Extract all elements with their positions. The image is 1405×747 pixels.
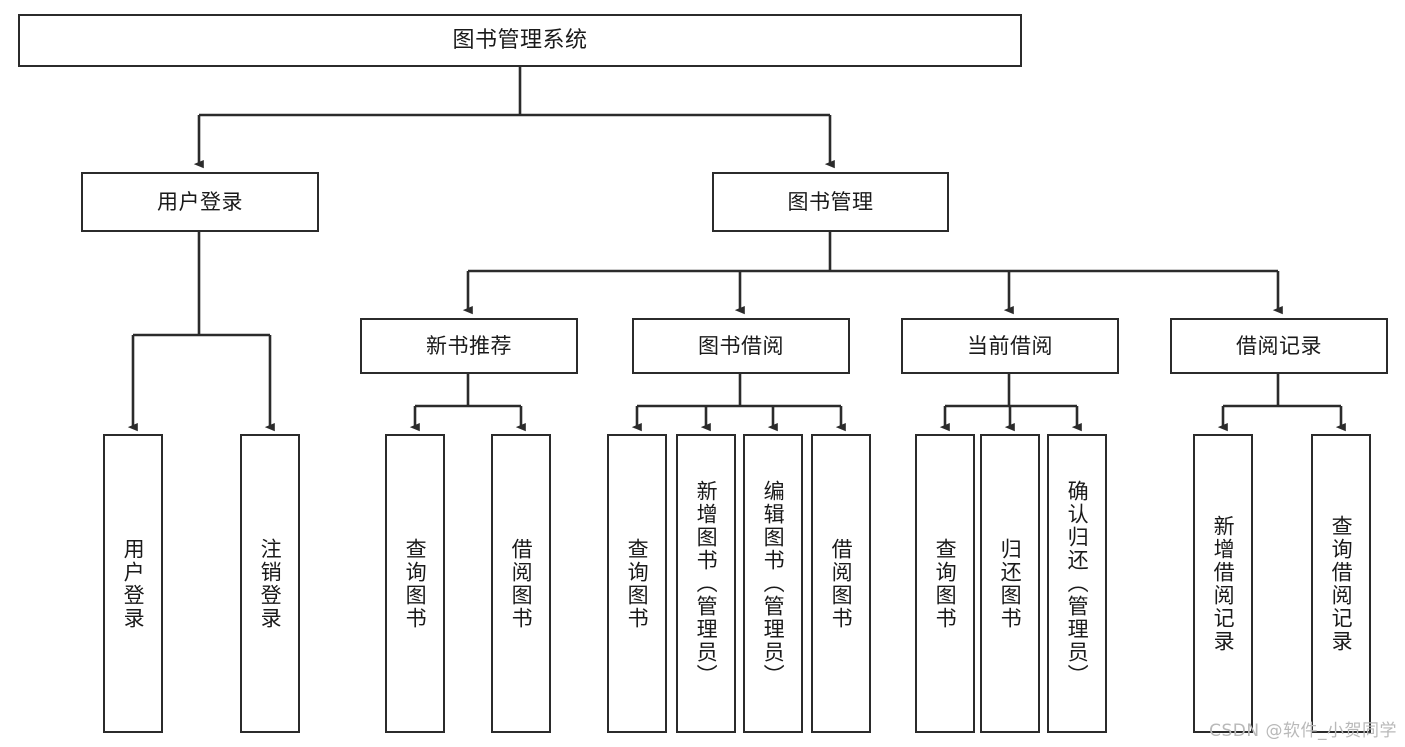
node-label: 查询借阅记录 bbox=[1329, 514, 1354, 653]
node-label: 注销登录 bbox=[258, 537, 283, 630]
node-label: 新书推荐 bbox=[426, 333, 512, 358]
node-leaf-query-record[interactable]: 查询借阅记录 bbox=[1311, 434, 1371, 733]
node-label: 用户登录 bbox=[157, 189, 243, 214]
node-current-borrow[interactable]: 当前借阅 bbox=[901, 318, 1119, 374]
node-root-book-management-system[interactable]: 图书管理系统 bbox=[18, 14, 1022, 67]
node-leaf-add-book[interactable]: 新增图书（管理员） bbox=[676, 434, 736, 733]
node-book-borrow[interactable]: 图书借阅 bbox=[632, 318, 850, 374]
node-label: 借阅图书 bbox=[829, 537, 854, 630]
node-leaf-return-book[interactable]: 归还图书 bbox=[980, 434, 1040, 733]
node-label: 新增图书（管理员） bbox=[694, 480, 719, 687]
node-label: 查询图书 bbox=[933, 537, 958, 630]
node-label: 查询图书 bbox=[403, 537, 428, 630]
node-leaf-query-book-2[interactable]: 查询图书 bbox=[607, 434, 667, 733]
watermark-text: CSDN @软件_小贺同学 bbox=[1209, 721, 1397, 741]
node-leaf-query-book-3[interactable]: 查询图书 bbox=[915, 434, 975, 733]
node-label: 确认归还（管理员） bbox=[1065, 480, 1090, 687]
node-label: 用户登录 bbox=[121, 537, 146, 630]
node-label: 编辑图书（管理员） bbox=[761, 480, 786, 687]
node-leaf-query-book-1[interactable]: 查询图书 bbox=[385, 434, 445, 733]
node-leaf-edit-book[interactable]: 编辑图书（管理员） bbox=[743, 434, 803, 733]
node-label: 借阅图书 bbox=[509, 537, 534, 630]
node-label: 借阅记录 bbox=[1236, 333, 1322, 358]
node-label: 图书借阅 bbox=[698, 333, 784, 358]
node-user-login[interactable]: 用户登录 bbox=[81, 172, 319, 232]
node-label: 图书管理 bbox=[787, 189, 874, 214]
node-label: 归还图书 bbox=[998, 537, 1023, 630]
node-label: 当前借阅 bbox=[967, 333, 1053, 358]
node-book-manage[interactable]: 图书管理 bbox=[712, 172, 949, 232]
node-leaf-user-login[interactable]: 用户登录 bbox=[103, 434, 163, 733]
node-leaf-user-logout[interactable]: 注销登录 bbox=[240, 434, 300, 733]
node-leaf-borrow-book-2[interactable]: 借阅图书 bbox=[811, 434, 871, 733]
node-borrow-record[interactable]: 借阅记录 bbox=[1170, 318, 1388, 374]
node-leaf-confirm-return[interactable]: 确认归还（管理员） bbox=[1047, 434, 1107, 733]
node-label: 查询图书 bbox=[625, 537, 650, 630]
node-leaf-add-record[interactable]: 新增借阅记录 bbox=[1193, 434, 1253, 733]
node-leaf-borrow-book-1[interactable]: 借阅图书 bbox=[491, 434, 551, 733]
node-label: 新增借阅记录 bbox=[1211, 514, 1236, 653]
node-label: 图书管理系统 bbox=[452, 27, 588, 53]
node-new-book-recommend[interactable]: 新书推荐 bbox=[360, 318, 578, 374]
